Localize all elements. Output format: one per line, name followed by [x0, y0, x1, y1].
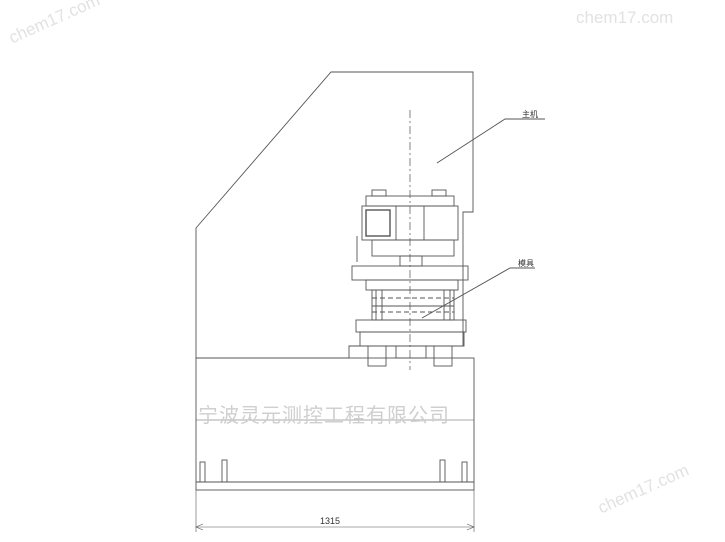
leader-main-machine — [436, 118, 545, 164]
label-mold: 模具 — [518, 258, 534, 268]
support-blocks — [367, 345, 453, 367]
mold-assembly — [351, 265, 469, 347]
company-watermark: 宁波灵元测控工程有限公司 — [198, 403, 450, 427]
label-main-machine: 主机 — [522, 109, 538, 119]
leader-mold — [421, 267, 535, 319]
ram-assembly — [356, 189, 459, 267]
watermark-site-top: chem17.com — [576, 8, 674, 27]
dimension-width — [195, 490, 475, 532]
press-frame-outline — [195, 71, 474, 359]
base-feet — [199, 459, 468, 483]
base-box — [195, 357, 475, 491]
dimension-width-label: 1315 — [320, 516, 340, 526]
